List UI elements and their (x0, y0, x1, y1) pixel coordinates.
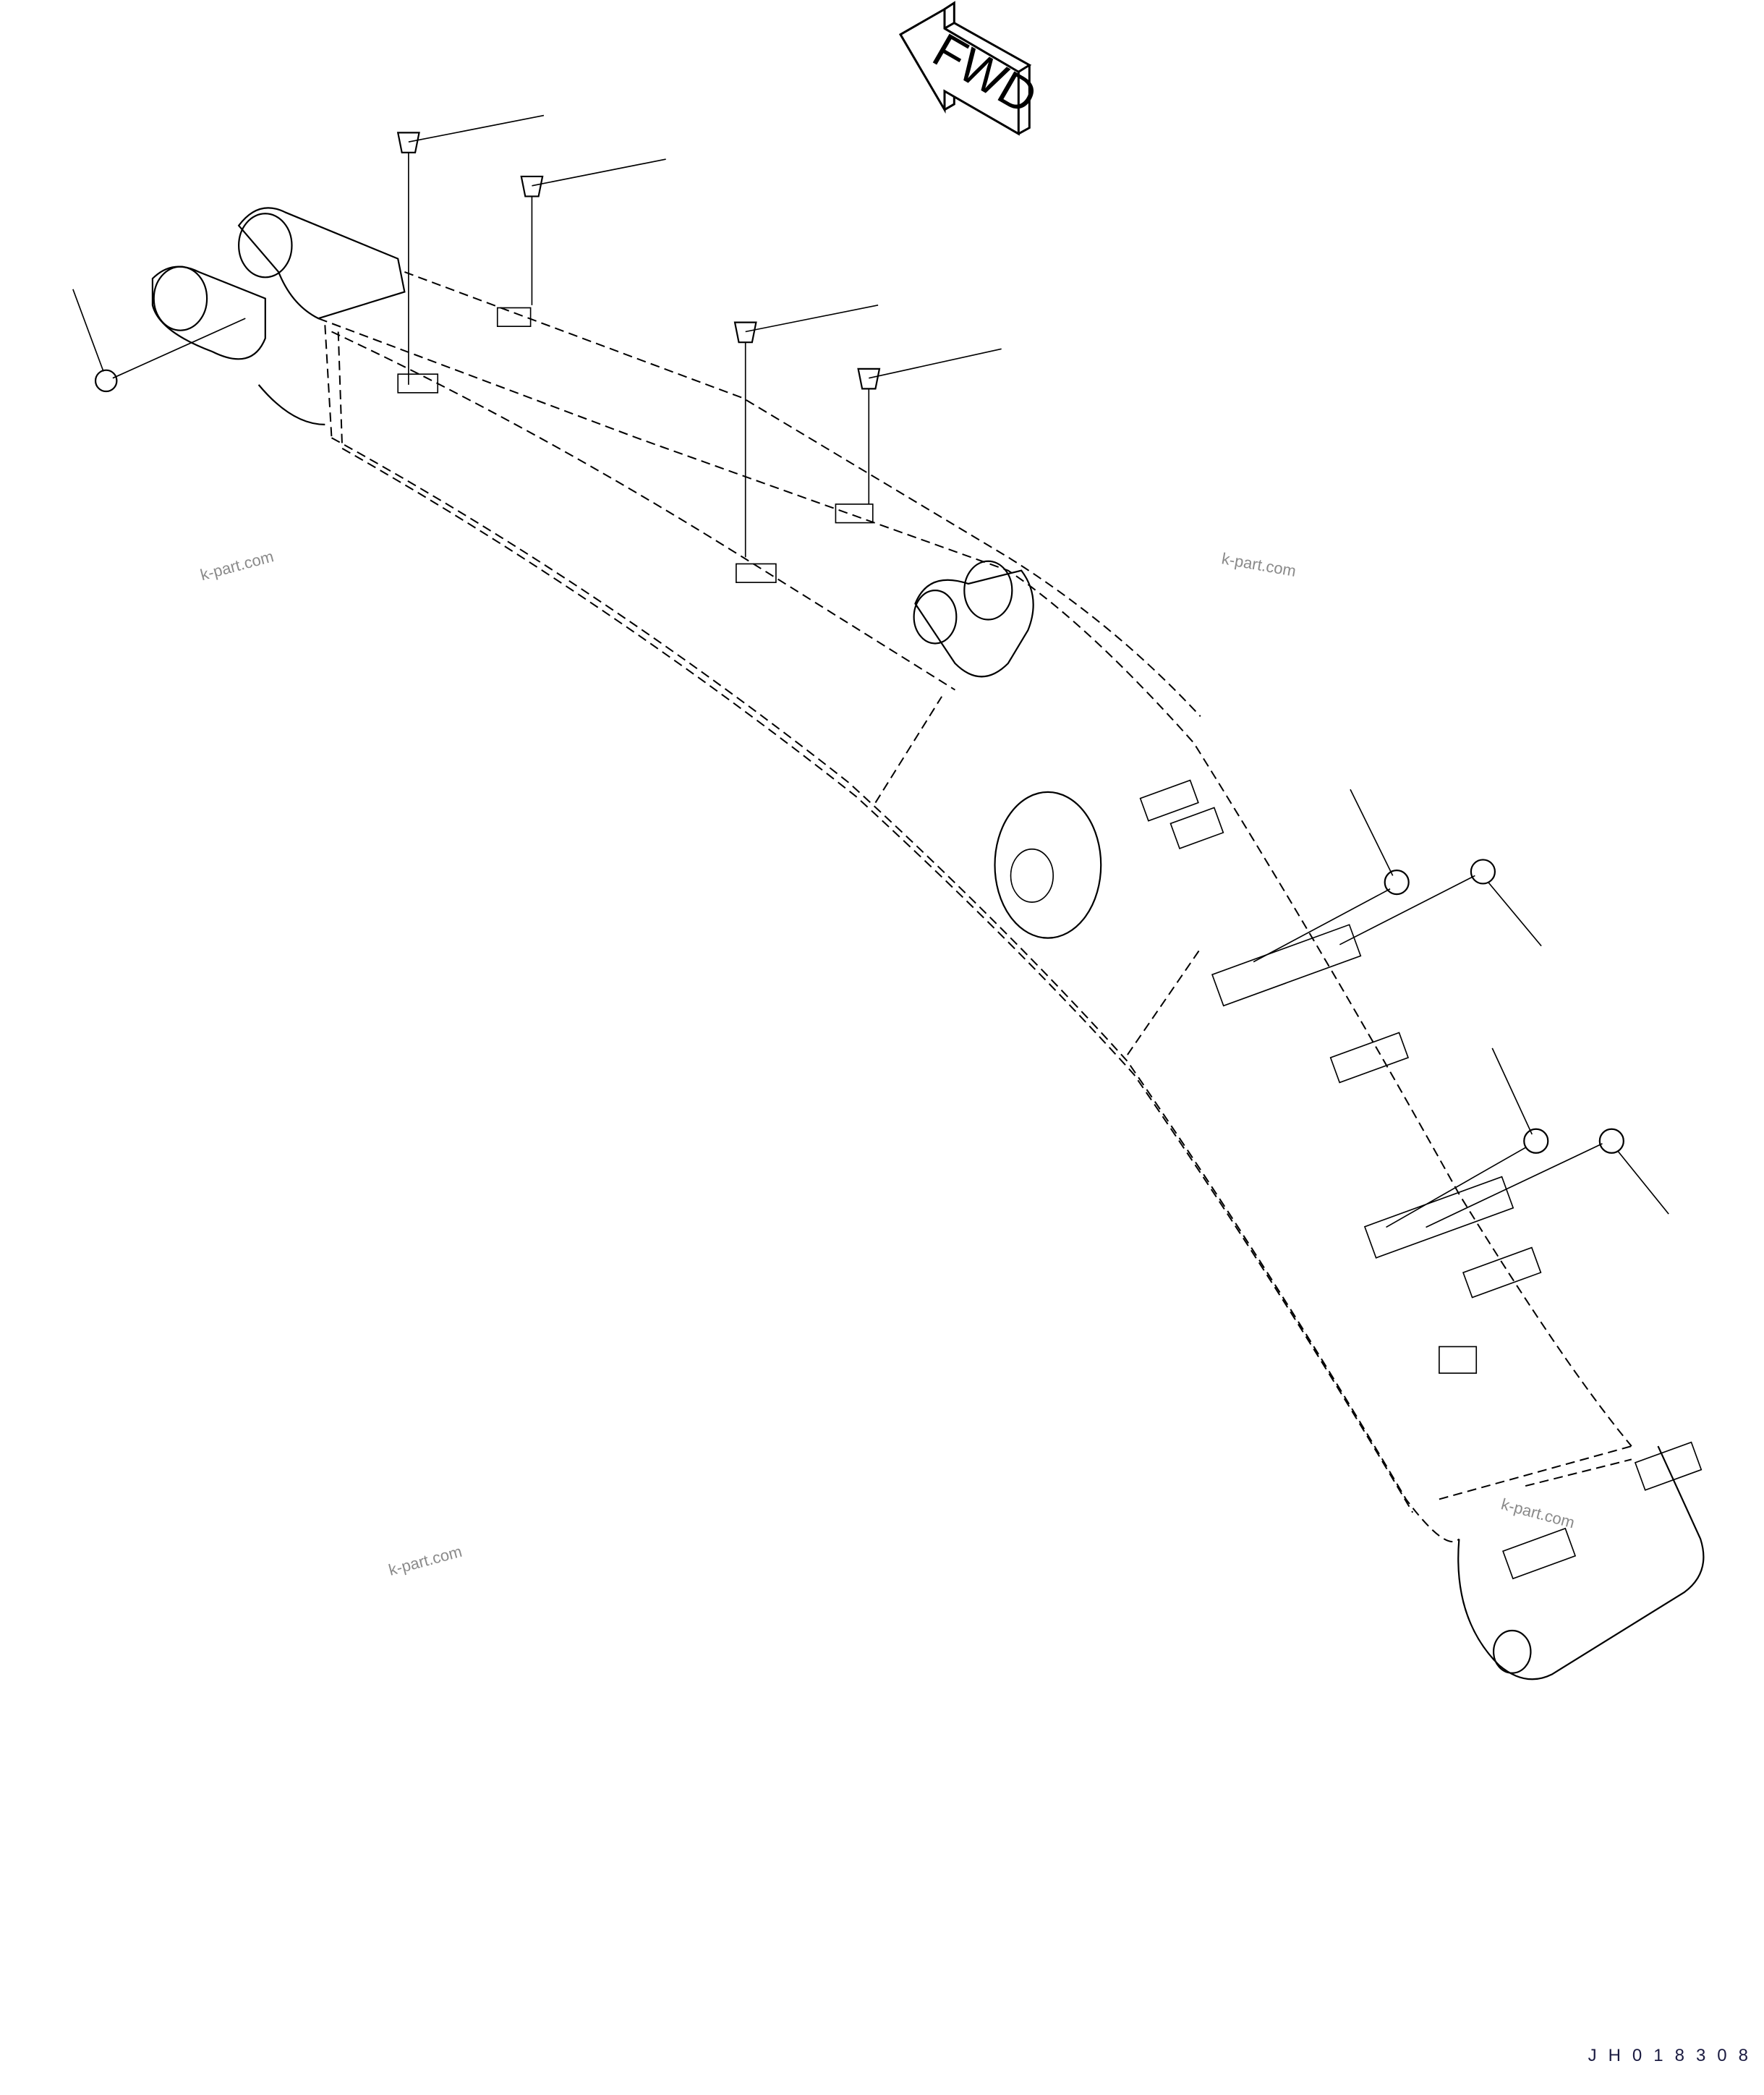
grease-fitting-icon (857, 348, 1002, 504)
grease-fitting-icon (520, 158, 666, 305)
grease-fitting-icon (1339, 859, 1542, 947)
grease-fitting-icon (1426, 1128, 1669, 1228)
clamp-brackets (397, 307, 1703, 1580)
fwd-label: FWD (924, 24, 1046, 125)
watermark: k-part.com (1220, 549, 1298, 580)
grease-fitting-icon (733, 305, 879, 558)
boom-outline (151, 207, 1705, 1680)
drawing-code: JH018308 (1588, 2046, 1760, 2065)
grease-fitting-icon (1386, 1048, 1549, 1228)
grease-fitting-icon (72, 289, 246, 393)
grease-fitting-icon (1253, 789, 1410, 963)
grease-fitting-callouts (72, 114, 1669, 1228)
grease-fitting-icon (396, 114, 545, 385)
watermark: k-part.com (198, 547, 276, 584)
watermark: k-part.com (1499, 1495, 1577, 1531)
fwd-arrow-icon: FWD (898, 1, 1046, 136)
watermark: k-part.com (387, 1542, 464, 1579)
